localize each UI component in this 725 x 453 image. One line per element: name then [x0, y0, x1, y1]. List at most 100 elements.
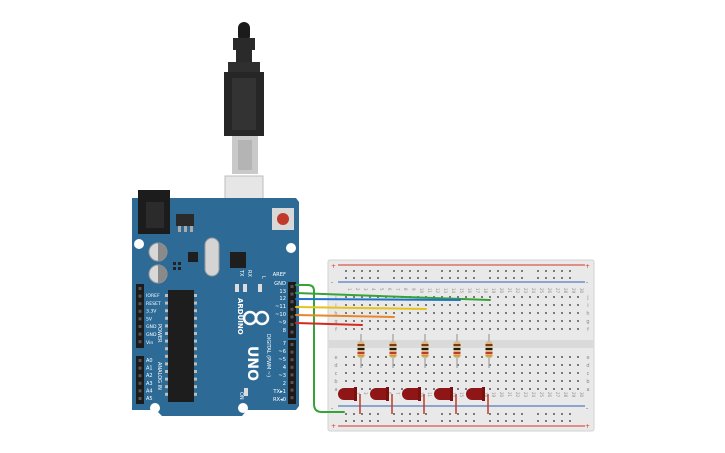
resistor[interactable] [485, 334, 493, 368]
breadboard-column-number: 19 [491, 288, 496, 294]
resistor[interactable] [357, 334, 365, 368]
breadboard-column-number: 27 [555, 288, 560, 294]
wire-pin12 [295, 298, 461, 301]
breadboard-column-number: 25 [539, 392, 544, 398]
breadboard-column-number: 22 [515, 392, 520, 398]
breadboard-column-number: 27 [555, 392, 560, 398]
breadboard-row-label: e [586, 355, 589, 361]
red-led[interactable] [434, 387, 457, 414]
digital-pin-label: ~9 [278, 320, 286, 326]
red-led[interactable] [338, 387, 361, 414]
breadboard-row-label: a [586, 387, 589, 393]
red-led[interactable] [370, 387, 393, 414]
power-pin-label: RESET [146, 301, 161, 307]
breadboard-column-number: 20 [499, 288, 504, 294]
resistors[interactable] [357, 334, 493, 368]
wire-gnd [295, 284, 345, 413]
wire-pin10 [295, 314, 395, 318]
power-pin-label: GND [146, 332, 157, 338]
digital-pin-label: TX▸1 [272, 389, 286, 395]
breadboard-column-number: 20 [499, 392, 504, 398]
breadboard-row-label: f [587, 327, 589, 333]
breadboard-row-label: d [334, 363, 337, 369]
red-led[interactable] [466, 387, 489, 414]
digital-pin-label: 8 [283, 328, 286, 334]
usb-cable[interactable] [224, 22, 264, 229]
arduino-board[interactable]: TX RX L ON ARDUINO UNO DIGITAL (PWM ~) P… [132, 190, 299, 416]
breadboard-column-number: 6 [387, 288, 392, 291]
analog-header-label: ANALOG IN [156, 362, 162, 390]
breadboard-column-number: 18 [483, 288, 488, 294]
digital-pin-label: AREF [273, 272, 286, 278]
digital-pin-label: 2 [283, 381, 286, 387]
breadboard-column-number: 21 [507, 288, 512, 294]
wire-pin11 [295, 306, 427, 310]
breadboard-column-number: 11 [427, 392, 432, 398]
l-led-label: L [260, 276, 266, 279]
analog-pin-label: A4 [146, 388, 153, 394]
digital-pin-label: 7 [283, 341, 286, 347]
rx-led-label: RX [246, 270, 252, 277]
breadboard-row-label: i [587, 303, 588, 309]
digital-pin-label: ~6 [278, 349, 286, 355]
digital-pin-label: 13 [279, 289, 286, 295]
breadboard-column-number: 8 [403, 288, 408, 291]
digital-pin-label: 4 [283, 365, 287, 371]
breadboard-column-number: 28 [563, 392, 568, 398]
rail-minus-top: - [331, 279, 333, 286]
tx-led-label: TX [238, 269, 244, 277]
breadboard-row-label: j [586, 295, 588, 301]
breadboard-column-number: 18 [483, 392, 488, 398]
digital-pin-label: ~10 [275, 312, 286, 318]
breadboard-row-label: b [334, 379, 337, 385]
breadboard-column-number: 10 [419, 392, 424, 398]
rail-plus-bottom-right: + [585, 423, 590, 430]
analog-pin-label: A0 [146, 358, 153, 364]
breadboard-column-number: 7 [395, 392, 400, 395]
resistor[interactable] [421, 334, 429, 368]
breadboard-column-number: 28 [563, 288, 568, 294]
rail-plus-top: + [331, 263, 336, 270]
digital-pin-label: 12 [279, 296, 286, 302]
breadboard-column-number: 24 [531, 288, 536, 294]
wire-pin13 [295, 292, 491, 301]
digital-pin-label: ~3 [278, 373, 286, 379]
breadboard-row-label: g [334, 319, 337, 325]
breadboard-column-number: 9 [411, 288, 416, 291]
rail-minus-bottom-right: - [586, 405, 588, 412]
arduino-logo-icon [242, 310, 270, 326]
power-header-label: POWER [156, 324, 162, 343]
onboard-leds: TX RX L ON [235, 269, 266, 400]
breadboard-column-number: 17 [475, 288, 480, 294]
breadboard-column-number: 25 [539, 288, 544, 294]
breadboard-row-label: f [335, 327, 337, 333]
breadboard-column-number: 10 [419, 288, 424, 294]
breadboard-column-number: 5 [379, 288, 384, 291]
breadboard-row-label: h [586, 311, 589, 317]
breadboard-column-number: 11 [427, 288, 432, 294]
power-pin-label: GND [146, 324, 157, 330]
breadboard-column-number: 13 [443, 288, 448, 294]
breadboard-row-label: c [587, 371, 590, 377]
breadboard-column-number: 26 [547, 392, 552, 398]
rail-minus-bottom: - [331, 405, 333, 412]
digital-pin-label: ~11 [275, 304, 286, 310]
resistor[interactable] [389, 334, 397, 368]
breadboard-column-number: 22 [515, 288, 520, 294]
resistor[interactable] [453, 334, 461, 368]
power-pin-label: Vin [146, 340, 153, 346]
rail-minus-top-right: - [586, 279, 588, 286]
breadboard-row-label: a [334, 387, 337, 393]
breadboard-column-number: 30 [579, 392, 584, 398]
breadboard-row-label: e [334, 355, 337, 361]
brand-label: ARDUINO [236, 298, 244, 335]
analog-pin-label: A3 [146, 381, 153, 387]
leds[interactable] [338, 387, 489, 414]
red-led[interactable] [402, 387, 425, 414]
wires[interactable] [295, 284, 491, 413]
breadboard-column-number: 3 [363, 392, 368, 395]
breadboard-row-label: b [586, 379, 589, 385]
digital-pin-label: GND [274, 281, 286, 287]
